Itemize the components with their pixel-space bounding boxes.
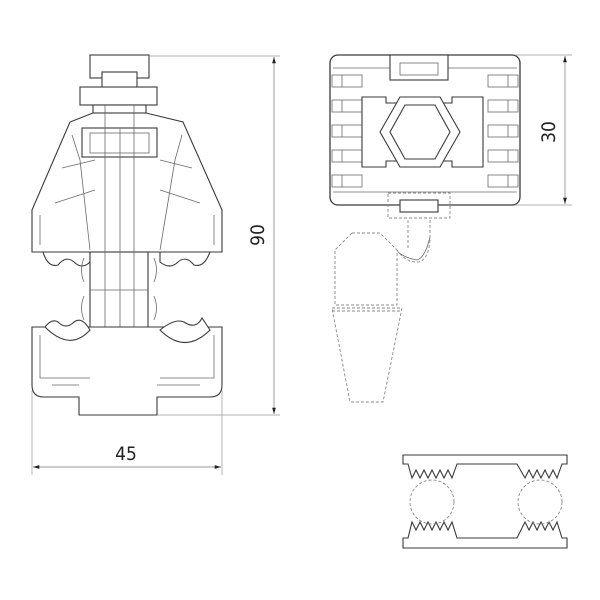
cable-outline-right — [517, 479, 563, 525]
width-label: 45 — [115, 443, 137, 465]
front-view-clamp — [31, 54, 223, 416]
section-detail-teeth — [402, 454, 568, 549]
height-label: 90 — [247, 224, 269, 246]
dimension-depth: 30 — [515, 54, 572, 206]
top-view-clamp — [329, 54, 521, 403]
cable-outline-left — [409, 479, 455, 525]
dimension-height: 90 — [150, 55, 280, 416]
dimension-width: 45 — [31, 390, 223, 475]
depth-label: 30 — [538, 121, 560, 143]
